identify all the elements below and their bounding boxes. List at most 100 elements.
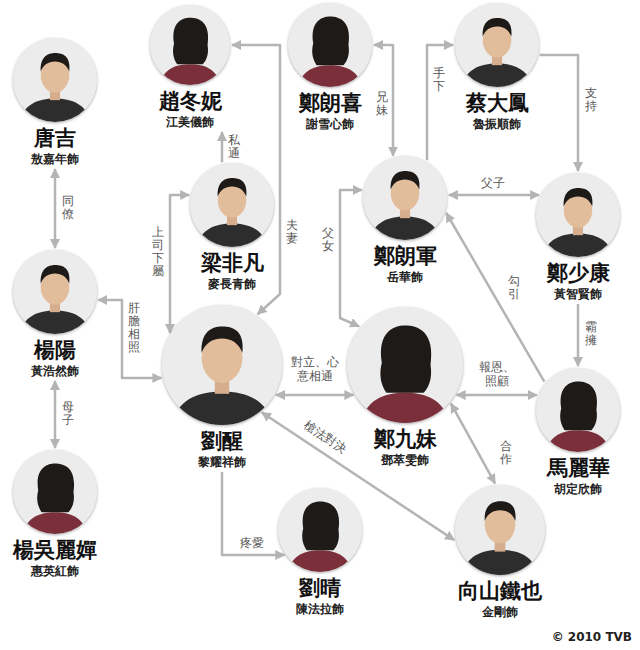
hair xyxy=(37,463,74,512)
relation-label: 上司下屬 xyxy=(152,225,164,280)
shoulders xyxy=(288,550,352,572)
character-node: 楊吳麗嬋惠英紅飾 xyxy=(13,450,97,579)
character-photo xyxy=(363,156,447,240)
relation-label: 疼愛 xyxy=(239,536,265,550)
relation-label: 夫妻 xyxy=(286,218,298,246)
shoulders xyxy=(20,310,91,334)
character-photo xyxy=(150,5,230,85)
portrait xyxy=(162,305,282,425)
actor-name: 敖嘉年飾 xyxy=(13,151,97,167)
portrait-ground xyxy=(536,173,620,257)
shoulders xyxy=(20,98,91,122)
hair xyxy=(483,18,512,36)
hair xyxy=(218,178,247,196)
hair xyxy=(560,381,597,430)
character-name: 楊吳麗嬋 xyxy=(13,537,97,563)
portrait-ground xyxy=(13,38,97,122)
relation-line xyxy=(577,304,580,366)
relation-line xyxy=(457,394,537,397)
character-name: 鄭少康 xyxy=(536,260,620,286)
character-photo xyxy=(13,450,97,534)
character-node: 趙冬妮江美儀飾 xyxy=(150,5,230,130)
relation-label: 肝膽相照 xyxy=(128,301,140,356)
character-photo xyxy=(278,488,362,572)
character-photo xyxy=(455,3,539,87)
portrait xyxy=(150,5,230,85)
character-name: 蔡大鳳 xyxy=(455,90,539,116)
relation-label: 母子 xyxy=(62,400,74,428)
portrait-ground xyxy=(455,485,545,575)
relation-line xyxy=(340,190,362,326)
portrait xyxy=(190,163,274,247)
hair xyxy=(173,18,208,64)
actor-name: 黃浩然飾 xyxy=(13,363,97,379)
actor-name: 黃智賢飾 xyxy=(536,286,620,302)
actor-name: 謝雪心飾 xyxy=(288,116,372,132)
relation-label: 兄妹 xyxy=(376,90,388,118)
relation-label: 父子 xyxy=(480,176,506,190)
portrait xyxy=(536,368,620,452)
character-name: 鄭朗喜 xyxy=(288,90,372,116)
copyright-note: © 2010 TVB xyxy=(552,630,632,644)
portrait xyxy=(455,485,545,575)
portrait-ground xyxy=(13,450,97,534)
portrait-ground xyxy=(455,3,539,87)
character-node: 劉醒黎耀祥飾 xyxy=(162,305,282,470)
relation-label: 支持 xyxy=(585,86,597,114)
portrait xyxy=(13,38,97,122)
hair xyxy=(202,327,243,353)
actor-name: 惠英紅飾 xyxy=(13,563,97,579)
relation-label: 父女 xyxy=(322,226,334,254)
character-node: 劉晴陳法拉飾 xyxy=(278,488,362,617)
portrait-ground xyxy=(278,488,362,572)
portrait-ground xyxy=(150,5,230,85)
shoulders xyxy=(160,64,221,85)
character-photo xyxy=(162,305,282,425)
character-node: 蔡大鳳魯振順飾 xyxy=(455,3,539,132)
relation-label: 霸擁 xyxy=(585,320,597,348)
relation-label: 勾引 xyxy=(508,274,520,302)
character-name: 楊陽 xyxy=(13,337,97,363)
character-node: 梁非凡麥長青飾 xyxy=(190,163,274,292)
character-name: 劉醒 xyxy=(162,428,282,454)
relation-label: 合作 xyxy=(500,439,512,467)
shoulders xyxy=(197,223,268,247)
shoulders xyxy=(172,391,273,425)
portrait xyxy=(13,450,97,534)
actor-name: 陳法拉飾 xyxy=(278,601,362,617)
character-node: 向山鐵也金剛飾 xyxy=(455,485,545,620)
relation-line xyxy=(222,472,284,555)
character-name: 劉晴 xyxy=(278,575,362,601)
portrait xyxy=(347,307,463,423)
character-name: 唐吉 xyxy=(13,125,97,151)
relation-line xyxy=(449,194,539,197)
hair xyxy=(312,16,349,65)
character-node: 唐吉敖嘉年飾 xyxy=(13,38,97,167)
shoulders xyxy=(546,430,610,452)
shoulders xyxy=(462,550,538,575)
relation-line xyxy=(221,132,224,162)
portrait-ground xyxy=(288,3,372,87)
portrait-ground xyxy=(190,163,274,247)
shoulders xyxy=(23,512,87,534)
relation-label: 同僚 xyxy=(62,194,74,222)
actor-name: 鄧萃雯飾 xyxy=(347,452,463,468)
character-name: 趙冬妮 xyxy=(150,88,230,114)
portrait xyxy=(536,173,620,257)
character-name: 梁非凡 xyxy=(190,250,274,276)
hair xyxy=(41,265,70,283)
hair xyxy=(564,188,593,206)
portrait-ground xyxy=(363,156,447,240)
character-photo xyxy=(13,250,97,334)
relation-line xyxy=(54,169,57,248)
relation-label: 對立、心意相通 xyxy=(290,355,340,383)
relation-line xyxy=(98,300,161,378)
hair xyxy=(380,326,431,393)
character-photo xyxy=(190,163,274,247)
character-node: 鄭九妹鄧萃雯飾 xyxy=(347,307,463,468)
portrait xyxy=(455,3,539,87)
portrait xyxy=(278,488,362,572)
relation-line xyxy=(276,394,353,397)
relation-line xyxy=(54,381,57,448)
